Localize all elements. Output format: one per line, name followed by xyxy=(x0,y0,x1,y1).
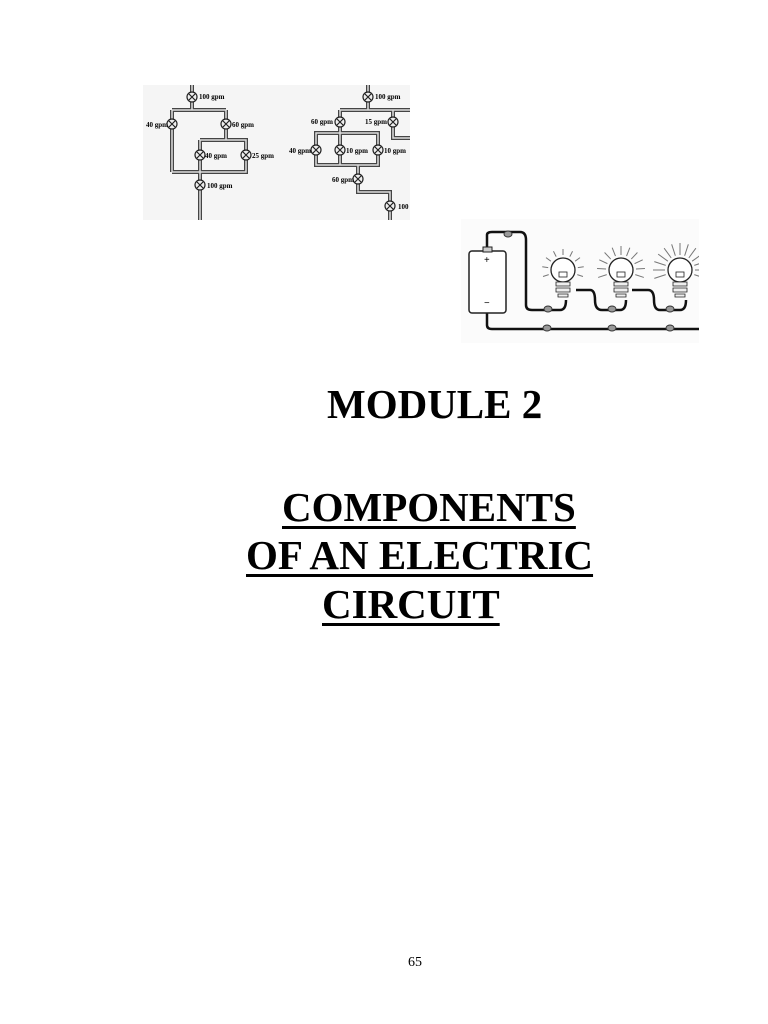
flow-label: 40 gpm xyxy=(205,152,227,160)
valve-icon xyxy=(384,200,396,212)
valve-icon xyxy=(334,116,346,128)
flow-label: 40 gpm xyxy=(146,121,168,129)
valve-icon xyxy=(362,91,374,103)
valve-icon xyxy=(194,179,206,191)
valve-icon xyxy=(194,149,206,161)
page-number: 65 xyxy=(408,955,422,970)
title-line-1: COMPONENTS xyxy=(282,484,576,530)
title-line-2: OF AN ELECTRIC xyxy=(246,532,594,578)
module-heading: MODULE 2 xyxy=(327,381,543,427)
flow-label: 100 xyxy=(398,203,409,211)
valve-icon xyxy=(166,118,178,130)
battery-plus: + xyxy=(484,255,490,266)
valve-icon xyxy=(372,144,384,156)
flow-label: 25 gpm xyxy=(252,152,274,160)
battery-minus: − xyxy=(484,298,490,309)
valve-icon xyxy=(310,144,322,156)
valve-icon xyxy=(334,144,346,156)
valve-icon xyxy=(186,91,198,103)
flow-label: 40 gpm xyxy=(289,147,311,155)
flow-label: 100 gpm xyxy=(375,93,401,101)
flow-label: 60 gpm xyxy=(311,118,333,126)
flow-label: 60 gpm xyxy=(332,176,354,184)
flow-label: 10 gpm xyxy=(346,147,368,155)
flow-label: 100 gpm xyxy=(199,93,225,101)
valve-icon xyxy=(220,118,232,130)
light-bulb-icon xyxy=(542,249,584,298)
valve-icon xyxy=(387,116,399,128)
flow-label: 60 gpm xyxy=(232,121,254,129)
valve-icon xyxy=(352,173,364,185)
water-flow-diagram: 100 gpm 40 gpm 60 gpm 40 gpm 25 gpm 100 … xyxy=(143,85,410,220)
battery-bulb-circuit-diagram: + − xyxy=(461,219,707,343)
title-line-3: CIRCUIT xyxy=(322,581,500,627)
light-bulb-icon xyxy=(597,246,645,298)
flow-label: 15 gpm xyxy=(365,118,387,126)
flow-label: 10 gpm xyxy=(384,147,406,155)
light-bulb-icon xyxy=(653,243,707,298)
valve-icon xyxy=(240,149,252,161)
flow-label: 100 gpm xyxy=(207,182,233,190)
